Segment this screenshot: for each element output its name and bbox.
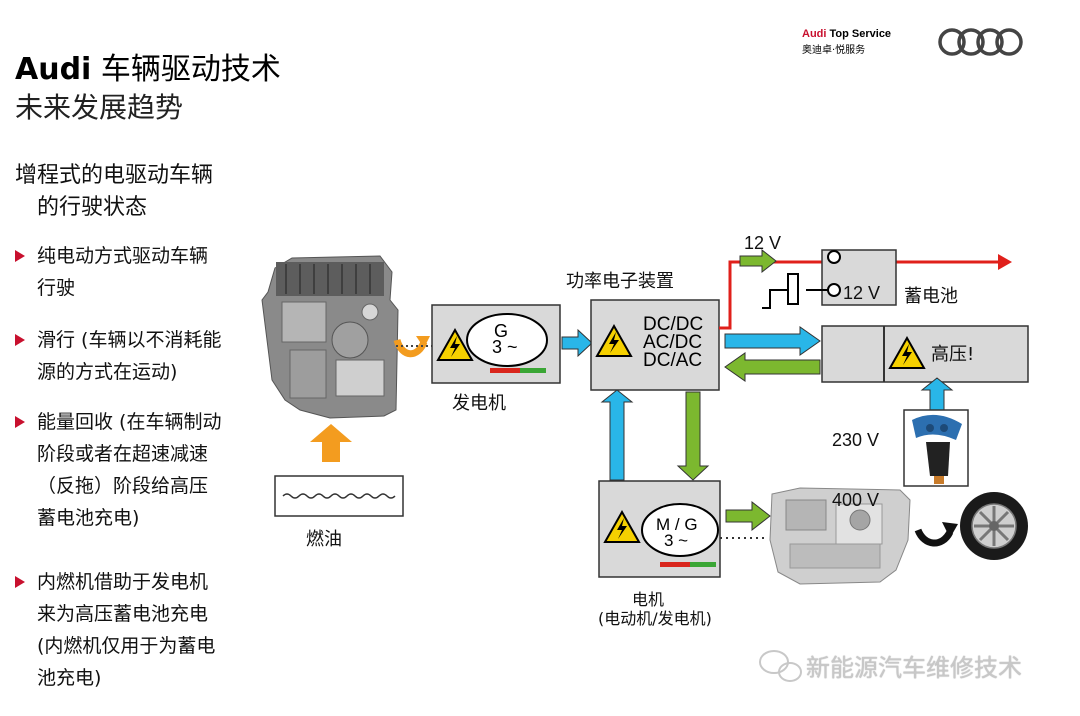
- audi-rings-icon: [938, 28, 1023, 56]
- motor-sublabel: (电动机/发电机): [598, 609, 712, 628]
- pe-dcac: DC/AC: [643, 350, 703, 371]
- page-title: Audi 车辆驱动技术: [15, 52, 281, 88]
- ground-symbol: [762, 273, 828, 309]
- bullet-range-extender-charging: 内燃机借助于发电机 来为高压蓄电池充电 (内燃机仅用于为蓄电 池充电): [15, 566, 215, 694]
- section-title-line2: 的行驶状态: [37, 195, 148, 220]
- generator-phase: 3 ~: [492, 337, 518, 357]
- motor-symbol: M / G: [656, 515, 698, 534]
- charging-voltage-label: 230 V: [832, 430, 880, 450]
- bullet-line: 滑行 (车辆以不消耗能: [37, 329, 222, 351]
- generator-symbol: G: [494, 321, 509, 341]
- bullet-pure-electric: 纯电动方式驱动车辆 行驶: [15, 240, 208, 304]
- bullet-line: （反拖）阶段给高压: [37, 475, 209, 497]
- bullet-line: (内燃机仅用于为蓄电: [37, 635, 216, 657]
- bullet-line: 内燃机借助于发电机: [37, 571, 209, 593]
- motor-phase: 3 ~: [664, 531, 689, 550]
- bullet-line: 蓄电池充电): [37, 507, 140, 529]
- battery-12v-voltage: 12 V: [843, 283, 881, 303]
- bullet-marker-icon: [15, 416, 25, 428]
- motor-label: 电机: [632, 590, 665, 609]
- fuel-label: 燃油: [306, 529, 342, 550]
- charging-arrow: [920, 377, 954, 413]
- bullet-marker-icon: [15, 334, 25, 346]
- pe-to-hv-battery-arrow: [724, 326, 821, 356]
- brand-top-service: Top Service: [826, 28, 892, 40]
- bullet-line: 阶段或者在超速减速: [37, 443, 209, 465]
- motor-to-transmission-arrow: [725, 500, 771, 532]
- bullet-line: 来为高压蓄电池充电: [37, 603, 209, 625]
- generator-label: 发电机: [452, 393, 506, 414]
- power-electronics-label: 功率电子装置: [566, 271, 674, 292]
- bullet-line: 纯电动方式驱动车辆: [37, 245, 209, 267]
- hv-battery-to-pe-arrow: [724, 352, 821, 382]
- bullet-coasting: 滑行 (车辆以不消耗能 源的方式在运动): [15, 324, 221, 388]
- hv-battery-label: 高压!: [931, 344, 975, 365]
- combustion-engine: [261, 255, 399, 419]
- bullet-recuperation: 能量回收 (在车辆制动 阶段或者在超速减速 （反拖）阶段给高压 蓄电池充电): [15, 406, 221, 534]
- pe-dcdc: DC/DC: [643, 314, 704, 335]
- fuel-arrow: [310, 424, 352, 462]
- watermark-text: 新能源汽车维修技术: [806, 654, 1022, 682]
- generator-to-pe-arrow: [561, 328, 593, 358]
- pe-to-motor-arrow: [676, 391, 710, 481]
- section-title-line1: 增程式的电驱动车辆: [15, 163, 214, 188]
- bullet-line: 池充电): [37, 667, 102, 689]
- bullet-marker-icon: [15, 250, 25, 262]
- title-rest: 车辆驱动技术: [91, 52, 281, 87]
- title-brand: Audi: [15, 52, 92, 87]
- 12v-arrow: [739, 248, 777, 274]
- brand-audi: Audi: [802, 28, 827, 40]
- transmission: [769, 487, 911, 585]
- hv-voltage-label: 400 V: [832, 490, 880, 510]
- hv-battery-box: [821, 325, 1029, 383]
- 12v-label: 12 V: [744, 233, 782, 253]
- engine-to-generator-arrow: [393, 336, 432, 358]
- wechat-icon: [759, 650, 802, 682]
- brand-name: Audi Top Service: [802, 28, 891, 40]
- bullet-marker-icon: [15, 576, 25, 588]
- bullet-line: 源的方式在运动): [37, 361, 178, 383]
- brand-chinese: 奥迪卓·悦服务: [802, 45, 866, 56]
- bullet-line: 能量回收 (在车辆制动: [37, 411, 222, 433]
- section-title: 增程式的电驱动车辆 的行驶状态: [15, 160, 213, 224]
- charging-plug-icon: [903, 409, 969, 487]
- battery-12v-label: 蓄电池: [904, 286, 958, 307]
- brand-block: Audi Top Service 奥迪卓·悦服务: [802, 28, 891, 56]
- page-subtitle: 未来发展趋势: [15, 91, 184, 124]
- bullet-line: 行驶: [37, 277, 76, 299]
- motor-to-pe-arrow: [600, 389, 634, 481]
- wheel-icon: [960, 492, 1028, 560]
- pe-acdc: AC/DC: [643, 332, 703, 353]
- wheel-drive-arrow: [914, 528, 954, 547]
